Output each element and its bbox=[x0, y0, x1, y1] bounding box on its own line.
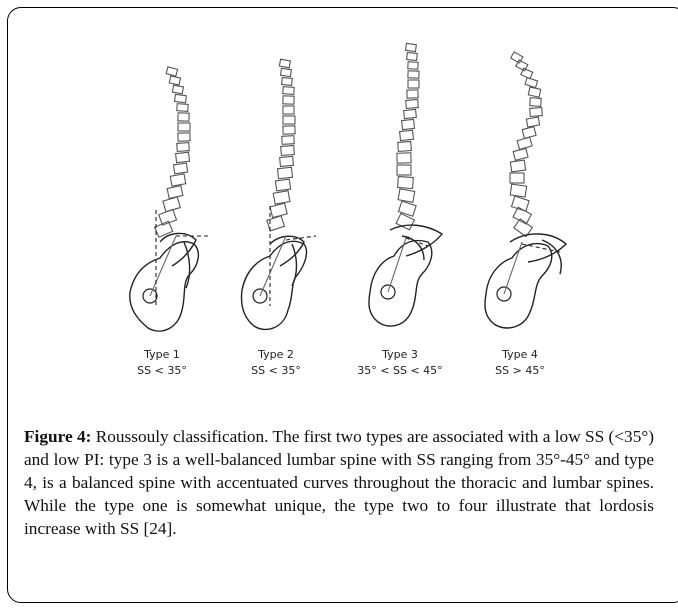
roussouly-figure: Type 1 SS < 35° bbox=[90, 30, 610, 400]
type-label: Type 3 bbox=[381, 348, 418, 361]
spine-panel-type4: Type 4 SS > 45° bbox=[485, 52, 566, 377]
spine-illustration: Type 1 SS < 35° bbox=[90, 30, 610, 400]
type-label: Type 4 bbox=[501, 348, 538, 361]
vertebrae-column bbox=[510, 52, 542, 237]
spine-panel-type2: Type 2 SS < 35° bbox=[242, 59, 317, 377]
ss-range-label: 35° < SS < 45° bbox=[357, 364, 442, 377]
caption-text: Roussouly classification. The first two … bbox=[24, 427, 654, 538]
spine-panel-type1: Type 1 SS < 35° bbox=[130, 67, 208, 377]
figure-caption: Figure 4: Roussouly classification. The … bbox=[24, 425, 654, 540]
ss-range-label: SS < 35° bbox=[137, 364, 187, 377]
type-label: Type 2 bbox=[257, 348, 294, 361]
vertebrae-column bbox=[267, 59, 295, 231]
caption-lead: Figure 4: bbox=[24, 427, 91, 446]
spine-panel-type3: Type 3 35° < SS < 45° bbox=[357, 43, 442, 377]
vertebrae-column bbox=[396, 43, 419, 230]
type-label: Type 1 bbox=[143, 348, 180, 361]
vertebrae-column bbox=[155, 67, 191, 238]
ss-range-label: SS > 45° bbox=[495, 364, 545, 377]
ss-range-label: SS < 35° bbox=[251, 364, 301, 377]
